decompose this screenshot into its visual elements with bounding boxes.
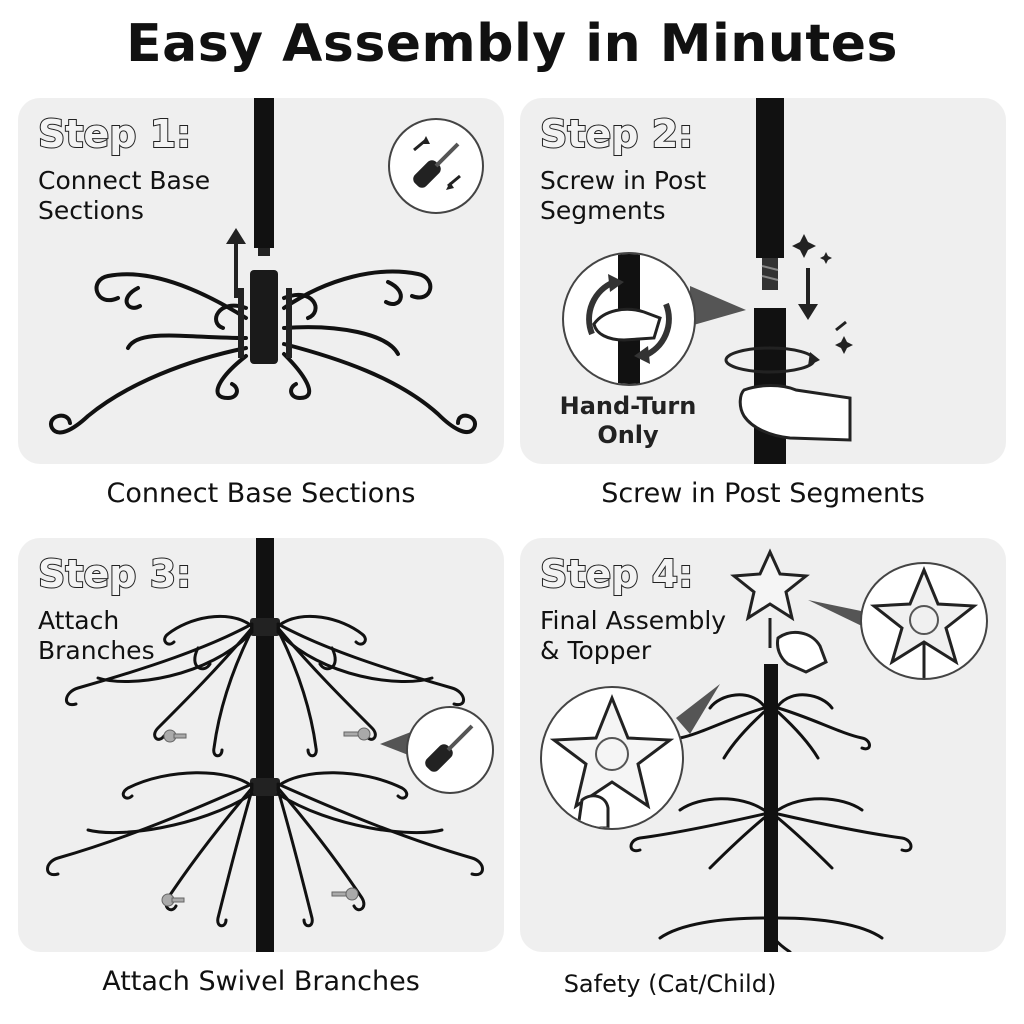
step-1-description: Connect Base Sections — [38, 166, 211, 225]
star-topper-icon — [730, 548, 810, 622]
step-3-label: Step 3: — [37, 551, 192, 597]
star-topper-icon — [549, 693, 675, 828]
screw-icon — [161, 727, 371, 907]
sparkle-icon — [792, 234, 853, 354]
step-3-description: Attach Branches — [38, 606, 155, 665]
step-4-panel: Step 4: Final Assembly & Topper — [520, 538, 1006, 952]
screwdriver-badge-2 — [406, 706, 494, 794]
step-1-caption: Connect Base Sections — [106, 478, 416, 509]
topper-zoom-badge — [860, 562, 988, 680]
topper-closeup-badge — [540, 686, 684, 830]
step-2-label: Step 2: — [539, 111, 694, 157]
screwdriver-icon — [413, 136, 461, 190]
step-4-label: Step 4: — [539, 551, 694, 597]
star-topper-icon — [869, 566, 979, 678]
page-title: Easy Assembly in Minutes — [126, 14, 898, 74]
post-segments-illustration — [690, 98, 853, 464]
step-2-description: Screw in Post Segments — [540, 166, 707, 225]
step-1-panel: Step 1: Connect Base Sections — [18, 98, 504, 464]
base-sections-illustration — [49, 98, 477, 435]
step-1-label: Step 1: — [37, 111, 192, 157]
step-3-panel: Step 3: Attach Branches — [18, 538, 504, 952]
hand-turn-note: Hand-Turn Only — [559, 392, 697, 449]
step-4-caption: Safety (Cat/Child) — [563, 970, 777, 998]
screwdriver-badge — [388, 118, 484, 214]
screwdriver-icon — [425, 724, 474, 772]
step-2-caption: Screw in Post Segments — [601, 478, 925, 509]
step-3-caption: Attach Swivel Branches — [102, 966, 420, 997]
final-assembly-illustration — [629, 548, 913, 952]
hand-icon — [738, 384, 852, 442]
step-4-description: Final Assembly & Topper — [540, 606, 727, 665]
rotate-arrows-icon — [586, 254, 672, 384]
hand-turn-badge — [562, 252, 696, 386]
step-2-panel: Step 2: Screw in Post Segments Hand-Turn… — [520, 98, 1006, 464]
